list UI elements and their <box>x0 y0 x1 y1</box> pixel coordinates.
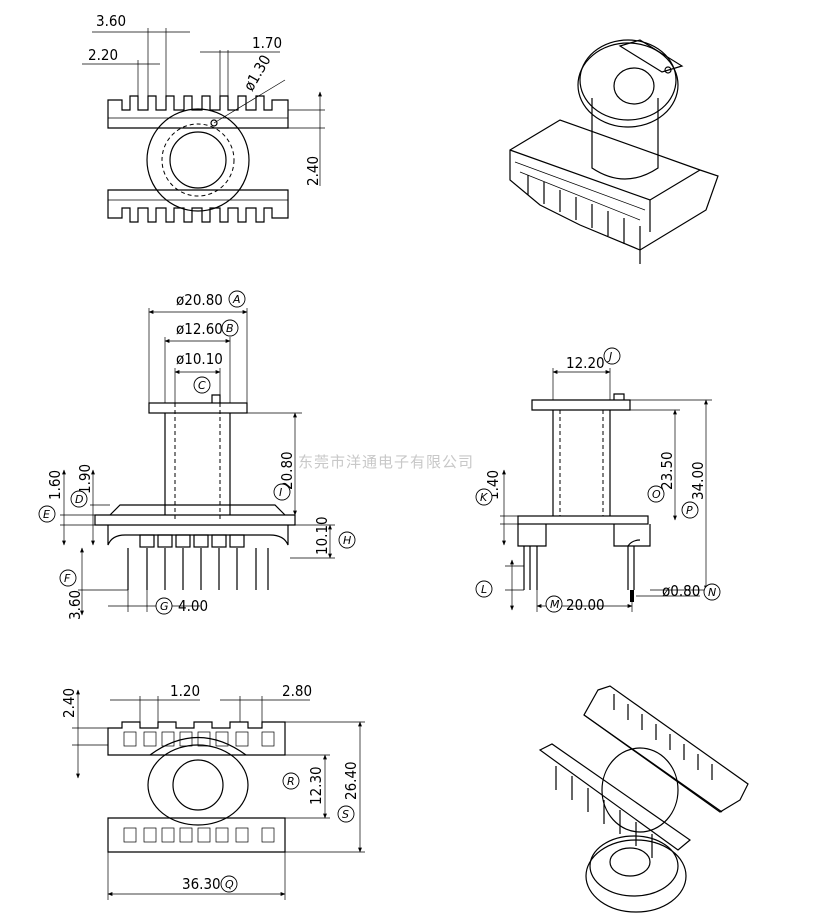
svg-text:Q: Q <box>225 878 234 891</box>
svg-text:K: K <box>480 491 488 504</box>
svg-text:E: E <box>43 508 50 521</box>
dim-1-70: 1.70 <box>252 34 282 52</box>
svg-text:B: B <box>226 322 234 335</box>
tag-R: R <box>282 772 300 790</box>
dim-1-90: 1.90 <box>76 464 94 494</box>
svg-text:L: L <box>481 583 487 596</box>
tag-M: M <box>545 595 563 613</box>
dim-dia-20-80: ø20.80 <box>176 291 223 309</box>
svg-text:R: R <box>287 775 295 788</box>
dim-2-80: 2.80 <box>282 682 312 700</box>
svg-text:H: H <box>343 534 351 547</box>
dim-dia-0-80: ø0.80 <box>662 582 700 600</box>
dim-12-20: 12.20 <box>566 354 605 372</box>
svg-text:J: J <box>607 350 612 363</box>
tag-Q: Q <box>220 875 238 893</box>
dim-dia-1-30: ø1.30 <box>240 52 275 94</box>
dim-2-40: 2.40 <box>304 156 322 186</box>
tag-S: S <box>337 805 355 823</box>
tag-O: O <box>647 485 665 503</box>
front-view: ø20.80 ø12.60 ø10.10 20.80 1.90 1.60 10.… <box>38 290 356 620</box>
svg-text:N: N <box>708 586 716 599</box>
dim-2-20: 2.20 <box>88 46 118 64</box>
dim-dia-10-10: ø10.10 <box>176 350 223 368</box>
tag-D: D <box>70 490 88 508</box>
dim-23-50: 23.50 <box>658 451 676 490</box>
side-view: 12.20 1.40 23.50 34.00 20.00 ø0.80 J K O… <box>475 347 721 614</box>
isometric-view-bottom <box>538 685 749 913</box>
tag-I: I <box>273 483 291 501</box>
watermark-text: 东莞市洋通电子有限公司 <box>298 453 474 471</box>
tag-J: J <box>603 347 621 365</box>
svg-text:F: F <box>64 572 71 585</box>
svg-text:I: I <box>279 486 282 499</box>
svg-text:P: P <box>686 504 693 517</box>
tag-G: G <box>155 597 173 615</box>
tag-B: B <box>221 319 239 337</box>
dim-20-80: 20.80 <box>278 451 296 490</box>
tag-N: N <box>703 583 721 601</box>
dim-20-00: 20.00 <box>566 596 605 614</box>
isometric-view-top <box>509 39 719 264</box>
dim-1-60: 1.60 <box>46 470 64 500</box>
svg-text:G: G <box>160 600 169 613</box>
svg-text:C: C <box>198 379 206 392</box>
svg-text:A: A <box>232 293 241 306</box>
dim-3-60: 3.60 <box>96 12 126 30</box>
svg-text:M: M <box>550 598 560 611</box>
dim-26-40: 26.40 <box>342 761 360 800</box>
tag-L: L <box>475 580 493 598</box>
bottom-view: 2.40 1.20 2.80 12.30 26.40 36.30 R S Q <box>60 682 365 900</box>
dim-34-00: 34.00 <box>689 461 707 500</box>
dim-1-20: 1.20 <box>170 682 200 700</box>
dim-36-30: 36.30 <box>182 875 221 893</box>
tag-C: C <box>193 376 211 394</box>
tag-F: F <box>59 569 77 587</box>
dim-dia-12-60: ø12.60 <box>176 320 223 338</box>
dim-10-10: 10.10 <box>313 516 331 555</box>
svg-text:O: O <box>652 488 661 501</box>
tag-P: P <box>681 501 699 519</box>
tag-E: E <box>38 505 56 523</box>
dim-3-60-front: 3.60 <box>66 590 84 620</box>
dim-4-00: 4.00 <box>178 597 208 615</box>
top-view: 3.60 2.20 1.70 ø1.30 2.40 <box>82 12 325 223</box>
svg-text:S: S <box>342 808 349 821</box>
dim-2-40-bottom: 2.40 <box>60 688 78 718</box>
tag-A: A <box>228 290 246 308</box>
tag-K: K <box>475 488 493 506</box>
tag-H: H <box>338 531 356 549</box>
svg-text:D: D <box>75 493 83 506</box>
dim-12-30: 12.30 <box>307 766 325 805</box>
